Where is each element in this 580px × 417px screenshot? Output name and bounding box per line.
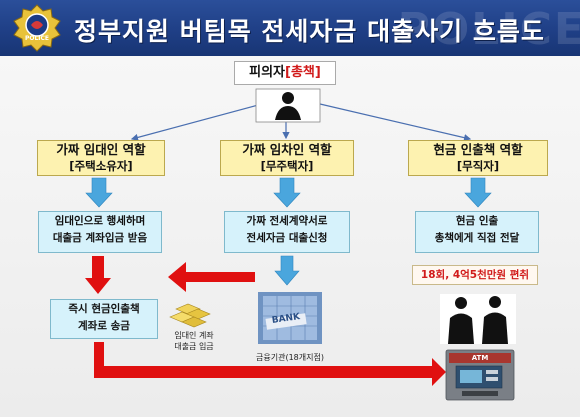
arrow-down-withdrawer	[464, 177, 492, 208]
connector-to-withdrawer	[319, 103, 472, 142]
connector-to-landlord	[130, 103, 263, 141]
deposit-caption-line1: 임대인 계좌	[174, 331, 214, 340]
header-banner: POLICE POLICE 정부지원 버팀목 전세자금 대출사기 흐름도	[0, 0, 580, 56]
red-arrow-to-atm	[94, 358, 446, 386]
action-landlord-line1: 임대인으로 행세하며	[54, 215, 146, 227]
action-box-tenant: 가짜 전세계약서로 전세자금 대출신청	[224, 211, 350, 253]
two-men-silhouette-icon	[440, 294, 516, 344]
role-title-tenant: 가짜 임차인 역할	[242, 142, 332, 157]
role-box-withdrawer: 현금 인출책 역할 [무직자]	[408, 140, 548, 176]
arrow-down-bank	[274, 255, 300, 286]
role-sub-landlord: [주택소유자]	[69, 159, 133, 173]
flow-diagram: 피의자[총책] 가짜 임대인 역할 [주택소유자] 가짜 임차인 역할 [무주택…	[0, 56, 580, 417]
action-transfer-line1: 즉시 현금인출책	[68, 303, 140, 315]
action-landlord-line2: 대출금 계좌입금 받음	[52, 232, 148, 244]
fraud-amount-note: 18회, 4억5천만원 편취	[412, 265, 538, 285]
atm-sign: ATM	[471, 354, 489, 362]
police-watermark: POLICE	[397, 4, 580, 55]
police-emblem-icon	[13, 4, 61, 52]
action-tenant-line2: 전세자금 대출신청	[246, 232, 328, 244]
action-tenant-line1: 가짜 전세계약서로	[246, 215, 328, 227]
action-withdrawer-line1: 현금 인출	[455, 215, 499, 227]
atm-machine-icon	[445, 349, 515, 401]
bank-caption: 금융기관(18개지점)	[256, 353, 324, 362]
role-sub-withdrawer: [무직자]	[456, 159, 500, 173]
suspect-silhouette-icon	[255, 88, 321, 123]
flow-connectors	[85, 88, 516, 401]
arrow-down-landlord	[85, 177, 113, 208]
action-transfer-line2: 계좌로 송금	[78, 320, 130, 332]
page-title: 정부지원 버팀목 전세자금 대출사기 흐름도	[74, 17, 545, 46]
deposit-caption-line2: 대출금 입금	[174, 342, 214, 351]
action-withdrawer-line2: 총책에게 직접 전달	[434, 232, 520, 244]
suspect-label: 피의자[총책]	[234, 61, 336, 85]
suspect-emphasis: [총책]	[285, 65, 321, 80]
role-box-landlord: 가짜 임대인 역할 [주택소유자]	[37, 140, 165, 176]
gold-bars-icon	[169, 303, 211, 328]
action-box-withdrawer: 현금 인출 총책에게 직접 전달	[415, 211, 539, 253]
emblem-label: POLICE	[24, 35, 50, 42]
role-box-tenant: 가짜 임차인 역할 [무주택자]	[220, 140, 354, 176]
action-box-transfer: 즉시 현금인출책 계좌로 송금	[50, 299, 158, 339]
role-sub-tenant: [무주택자]	[260, 159, 314, 173]
arrow-down-tenant	[273, 177, 301, 208]
role-title-withdrawer: 현금 인출책 역할	[433, 142, 523, 157]
bank-building-icon	[258, 292, 322, 344]
red-arrow-down-transfer	[85, 256, 111, 294]
red-arrow-stem	[94, 342, 104, 366]
action-box-landlord: 임대인으로 행세하며 대출금 계좌입금 받음	[38, 211, 162, 253]
red-arrow-to-landlord	[168, 262, 255, 292]
suspect-label-text: 피의자	[249, 65, 286, 80]
deposit-caption: 임대인 계좌 대출금 입금	[166, 330, 222, 352]
role-title-landlord: 가짜 임대인 역할	[56, 142, 146, 157]
